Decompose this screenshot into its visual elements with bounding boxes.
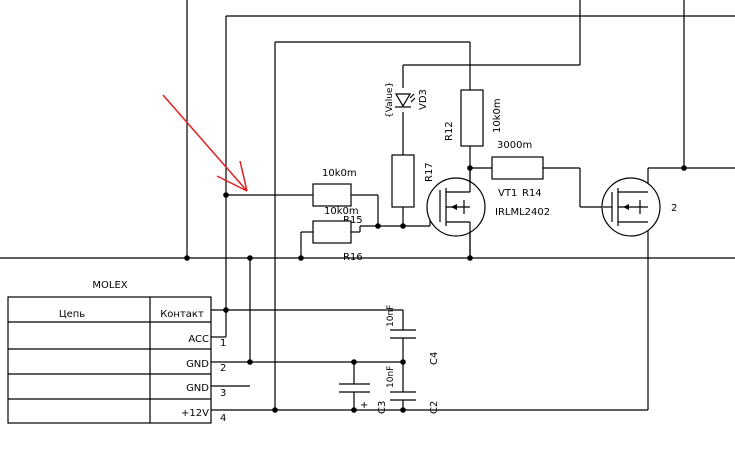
capacitor-c4: 10nF C4 <box>386 305 440 365</box>
molex-row-2-pin: 2 <box>220 363 226 374</box>
vd3-ref: VD3 <box>418 89 429 110</box>
r17-ref: R17 <box>424 162 435 182</box>
vt1-ref: VT1 <box>498 188 517 199</box>
molex-row-2-contact: GND <box>186 359 209 370</box>
r16-value: 10k0m <box>324 206 359 217</box>
molex-row-3-contact: GND <box>186 383 209 394</box>
r15-value: 10k0m <box>322 168 357 179</box>
resistor-r16: 10k0m R16 <box>312 206 363 263</box>
r14-ref: R14 <box>522 188 542 199</box>
mosfet-2: 2 <box>601 177 677 237</box>
mosfet-vt1: VT1 IRLML2402 <box>426 177 550 258</box>
r15-ref: R15 <box>343 215 363 226</box>
resistor-r15: 10k0m R15 <box>312 168 363 226</box>
c3-polarity: + <box>360 400 368 411</box>
r14-value: 3000m <box>497 140 532 151</box>
annotation-arrow <box>162 94 248 192</box>
junction-dots <box>184 165 687 413</box>
r12-ref: R12 <box>444 121 455 141</box>
wires <box>0 0 735 411</box>
vd3-value: {Value} <box>385 82 395 118</box>
molex-row-1-contact: ACC <box>188 334 209 345</box>
capacitor-c3: C3 + <box>339 383 388 414</box>
molex-header-net: Цепь <box>59 309 85 320</box>
molex-row-4-contact: +12V <box>181 408 209 419</box>
molex-row-4-pin: 4 <box>220 413 226 424</box>
molex-table: MOLEX Цепь Контакт ACC GND GND +12V 1 2 … <box>7 280 226 424</box>
diode-vd3: {Value} VD3 <box>385 82 429 118</box>
c4-value: 10nF <box>386 305 396 327</box>
r16-ref: R16 <box>343 252 363 263</box>
molex-row-1-pin: 1 <box>220 338 226 349</box>
c3-ref: C3 <box>377 401 388 414</box>
c2-value: 10nF <box>386 366 396 388</box>
resistor-r17: R17 <box>391 154 435 208</box>
c4-ref: C4 <box>429 352 440 365</box>
molex-header-contact: Контакт <box>160 309 204 320</box>
vt1-part: IRLML2402 <box>495 207 550 218</box>
capacitor-c2: 10nF C2 <box>386 366 440 414</box>
c2-ref: C2 <box>429 401 440 414</box>
resistor-r12: R12 10k0m <box>444 89 503 147</box>
r12-value: 10k0m <box>492 98 503 133</box>
q2-label: 2 <box>671 203 677 214</box>
molex-title: MOLEX <box>92 280 127 291</box>
resistor-r14: 3000m R14 <box>491 140 544 199</box>
molex-row-3-pin: 3 <box>220 388 226 399</box>
